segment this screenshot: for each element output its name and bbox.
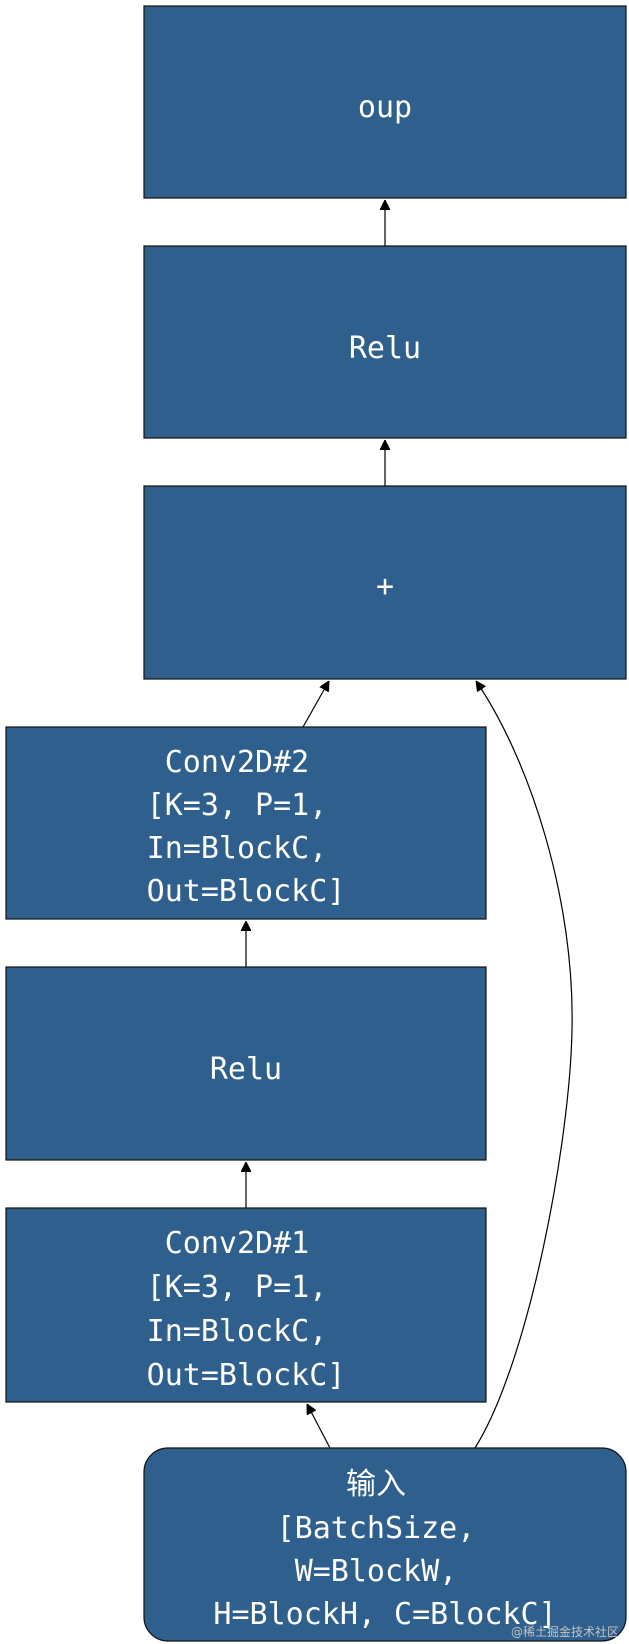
node-add-label: + bbox=[376, 569, 394, 604]
node-oup: oup bbox=[143, 5, 627, 199]
node-conv1: Conv2D#1 [K=3, P=1, In=BlockC, Out=Block… bbox=[5, 1207, 487, 1403]
node-oup-label: oup bbox=[358, 90, 412, 125]
node-relu-top-label: Relu bbox=[349, 331, 421, 366]
node-add: + bbox=[143, 485, 627, 680]
edge-input-to-conv1 bbox=[306, 1404, 331, 1449]
node-input-label: 输入 [BatchSize, W=BlockW, H=BlockH, C=Blo… bbox=[213, 1467, 556, 1632]
edge-conv2-to-add bbox=[302, 681, 329, 728]
edges bbox=[246, 200, 573, 1449]
node-relu-mid: Relu bbox=[5, 966, 487, 1161]
node-conv1-label: Conv2D#1 [K=3, P=1, In=BlockC, Out=Block… bbox=[147, 1226, 346, 1393]
node-conv2-label: Conv2D#2 [K=3, P=1, In=BlockC, Out=Block… bbox=[147, 745, 346, 909]
node-relu-top: Relu bbox=[143, 245, 627, 439]
node-conv2: Conv2D#2 [K=3, P=1, In=BlockC, Out=Block… bbox=[5, 726, 487, 920]
edge-input-to-add bbox=[474, 681, 573, 1449]
node-input: 输入 [BatchSize, W=BlockW, H=BlockH, C=Blo… bbox=[143, 1447, 627, 1642]
watermark: @稀土掘金技术社区 bbox=[510, 1625, 619, 1639]
node-relu-mid-label: Relu bbox=[210, 1052, 282, 1087]
